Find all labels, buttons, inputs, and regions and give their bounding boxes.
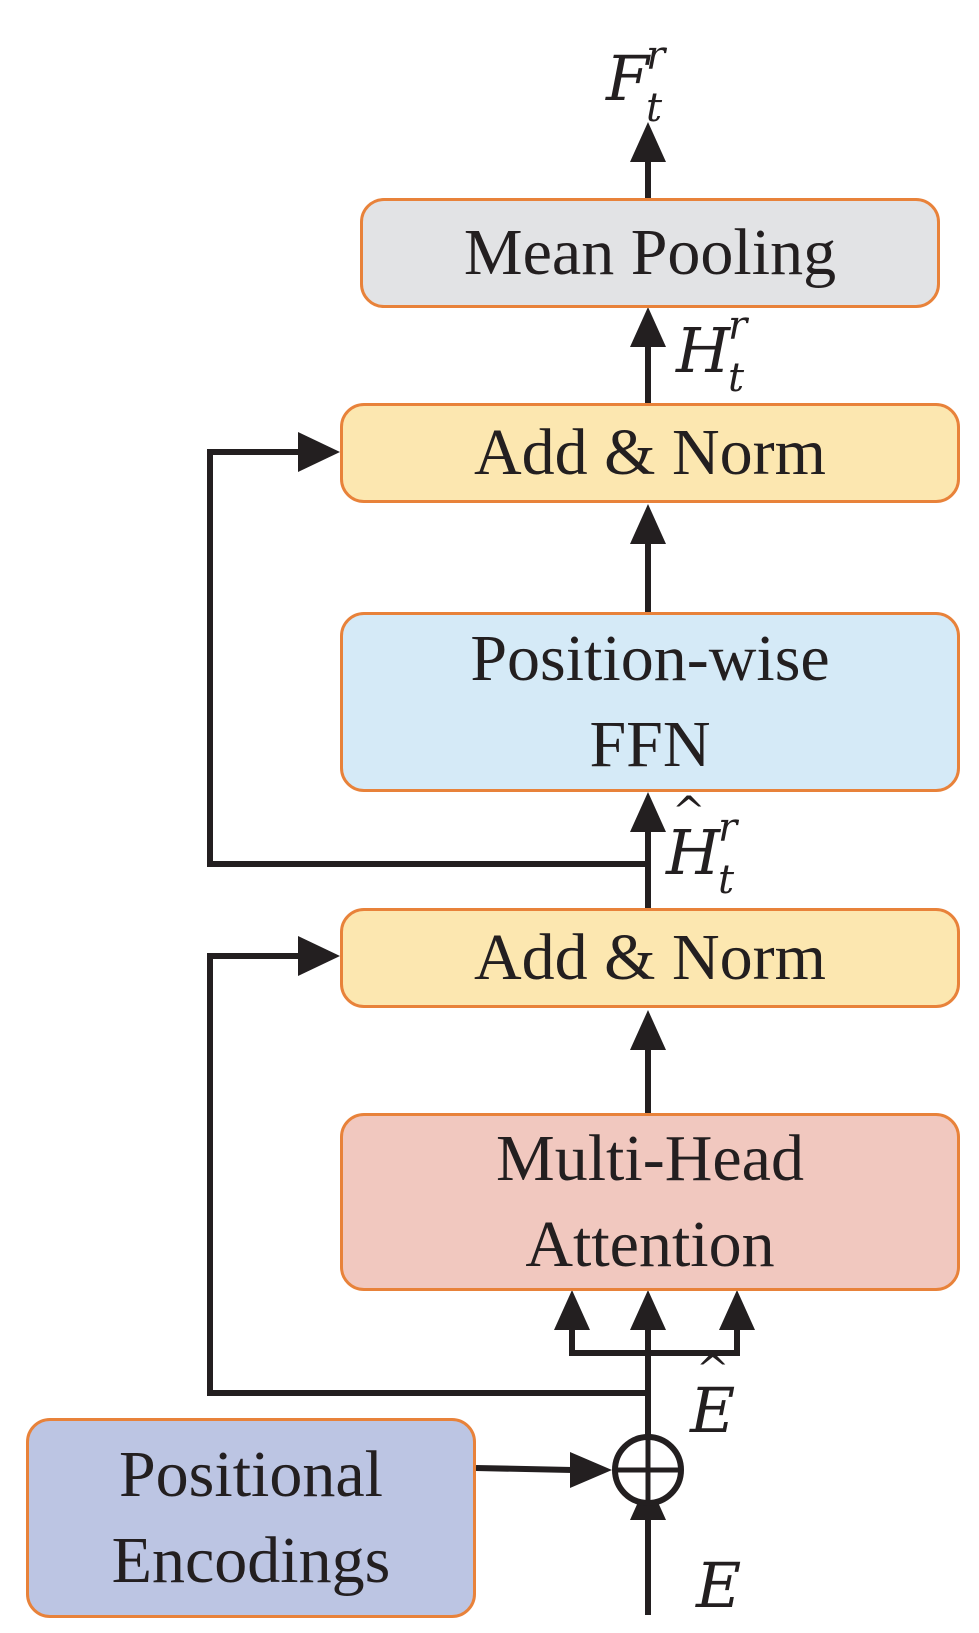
ffn-label-line1: Position-wise (470, 622, 830, 695)
embed-hat-symbol-base: E ^ (690, 1350, 735, 1442)
arrow-positional-to-sum (475, 1465, 573, 1473)
attention-label-line2: Attention (525, 1208, 775, 1281)
positional-label-line1: Positional (118, 1438, 384, 1511)
arrowhead-ffn-to-addnorm (630, 504, 666, 544)
arrowhead-residual-lower (298, 936, 340, 976)
residual-lower (207, 953, 648, 1396)
add-norm-bottom-label: Add & Norm (474, 921, 826, 994)
add-norm-top-label: Add & Norm (474, 416, 826, 489)
arrowhead-residual-upper (298, 432, 340, 472)
arrowhead-k (630, 1290, 666, 1330)
hidden-hat-symbol-sup: r (718, 805, 738, 851)
ffn-block: Position-wise FFN (340, 612, 960, 792)
attention-label-line1: Multi-Head (496, 1122, 804, 1195)
ffn-label-line2: FFN (589, 708, 711, 781)
embed-hat-symbol: E ^ (690, 1350, 735, 1442)
output-symbol: F r t (606, 36, 665, 128)
hidden-hat-symbol-sub: t (718, 857, 735, 903)
mean-pooling-block: Mean Pooling (360, 198, 940, 308)
arrowhead-q (554, 1290, 590, 1330)
hidden-hat-symbol-letter: H (666, 816, 721, 889)
hidden-symbol: H r t (676, 306, 747, 398)
arrowhead-positional-to-sum (570, 1452, 612, 1488)
hidden-hat-symbol: H ^ r t (666, 792, 737, 900)
add-norm-top-block: Add & Norm (340, 403, 960, 503)
mean-pooling-label: Mean Pooling (463, 216, 837, 289)
hidden-symbol-sub: t (728, 355, 745, 401)
arrowhead-addnorm-to-pooling (630, 307, 666, 347)
arrowhead-addnorm-to-ffn (630, 792, 666, 832)
hidden-symbol-sup: r (728, 303, 748, 349)
hidden-hat-caret: ^ (672, 789, 706, 835)
split-bar (569, 1328, 740, 1356)
positional-encodings-block: Positional Encodings (26, 1418, 476, 1618)
hidden-hat-symbol-base: H ^ (666, 792, 720, 884)
embed-hat-symbol-letter: E (690, 1374, 736, 1447)
residual-upper (207, 449, 648, 867)
embed-symbol-base: E (696, 1549, 742, 1622)
output-symbol-base: F (606, 42, 650, 115)
output-symbol-sup: r (646, 33, 666, 79)
hidden-symbol-base: H (676, 314, 731, 387)
attention-block: Multi-Head Attention (340, 1113, 960, 1291)
embed-symbol: E (696, 1555, 741, 1617)
add-norm-bottom-block: Add & Norm (340, 908, 960, 1008)
arrowhead-attention-to-addnorm (630, 1010, 666, 1050)
output-symbol-sub: t (646, 85, 663, 131)
arrowhead-v (719, 1290, 755, 1330)
positional-label-line2: Encodings (111, 1524, 391, 1597)
embed-hat-caret: ^ (696, 1347, 730, 1393)
arrowhead-pooling-to-output (630, 122, 666, 162)
